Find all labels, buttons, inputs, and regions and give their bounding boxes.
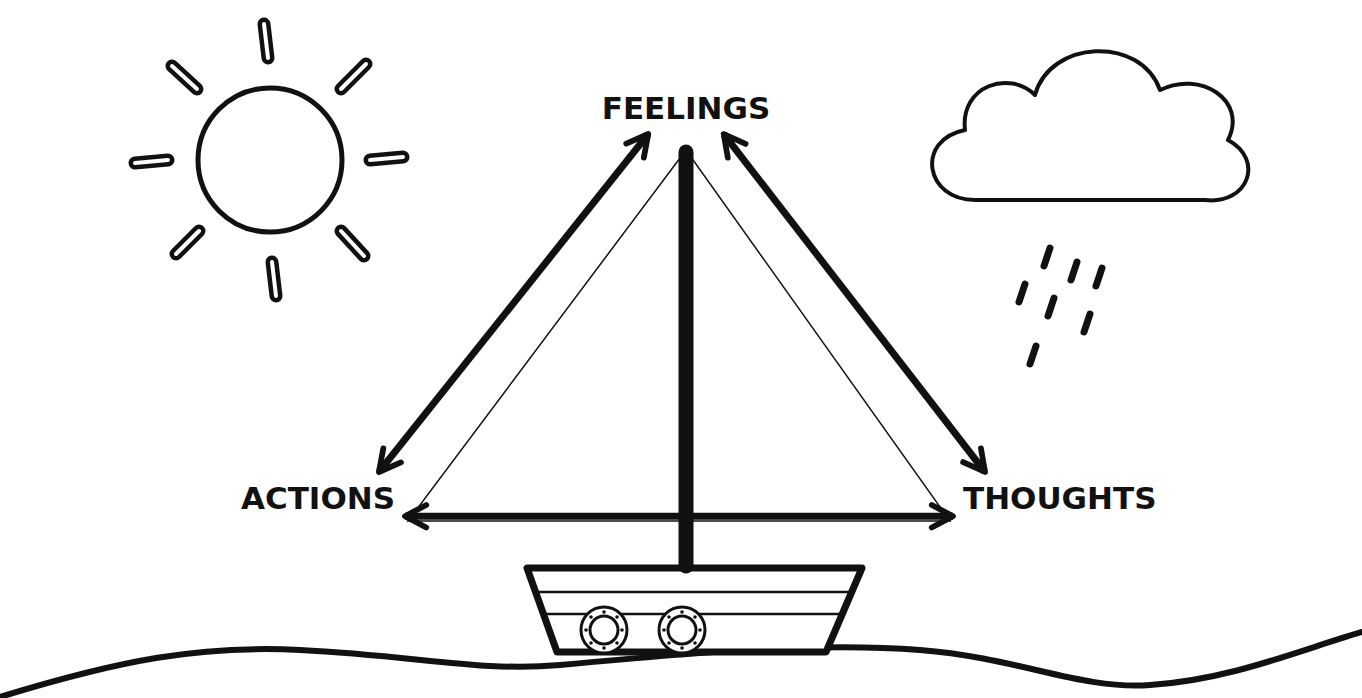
label-text: ACTIONS — [241, 480, 395, 516]
porthole — [581, 607, 627, 653]
boat-mast — [679, 152, 694, 566]
label-text: THOUGHTS — [963, 480, 1156, 516]
rain-drops — [1019, 248, 1102, 364]
double-arrow — [724, 134, 985, 472]
corner-label: ACTIONS — [231, 472, 405, 524]
boat-hull — [527, 568, 862, 653]
porthole — [659, 607, 705, 653]
cloud-symbol — [932, 51, 1248, 200]
sun-symbol — [135, 24, 403, 296]
sun-disc — [198, 88, 342, 232]
sun-ray-highlights — [135, 24, 403, 296]
double-arrow — [379, 134, 648, 472]
sun-rays — [135, 24, 403, 296]
double-arrow — [405, 513, 953, 520]
corner-label: FEELINGS — [592, 82, 781, 134]
corner-label: THOUGHTS — [953, 472, 1166, 524]
label-text: FEELINGS — [602, 90, 771, 126]
